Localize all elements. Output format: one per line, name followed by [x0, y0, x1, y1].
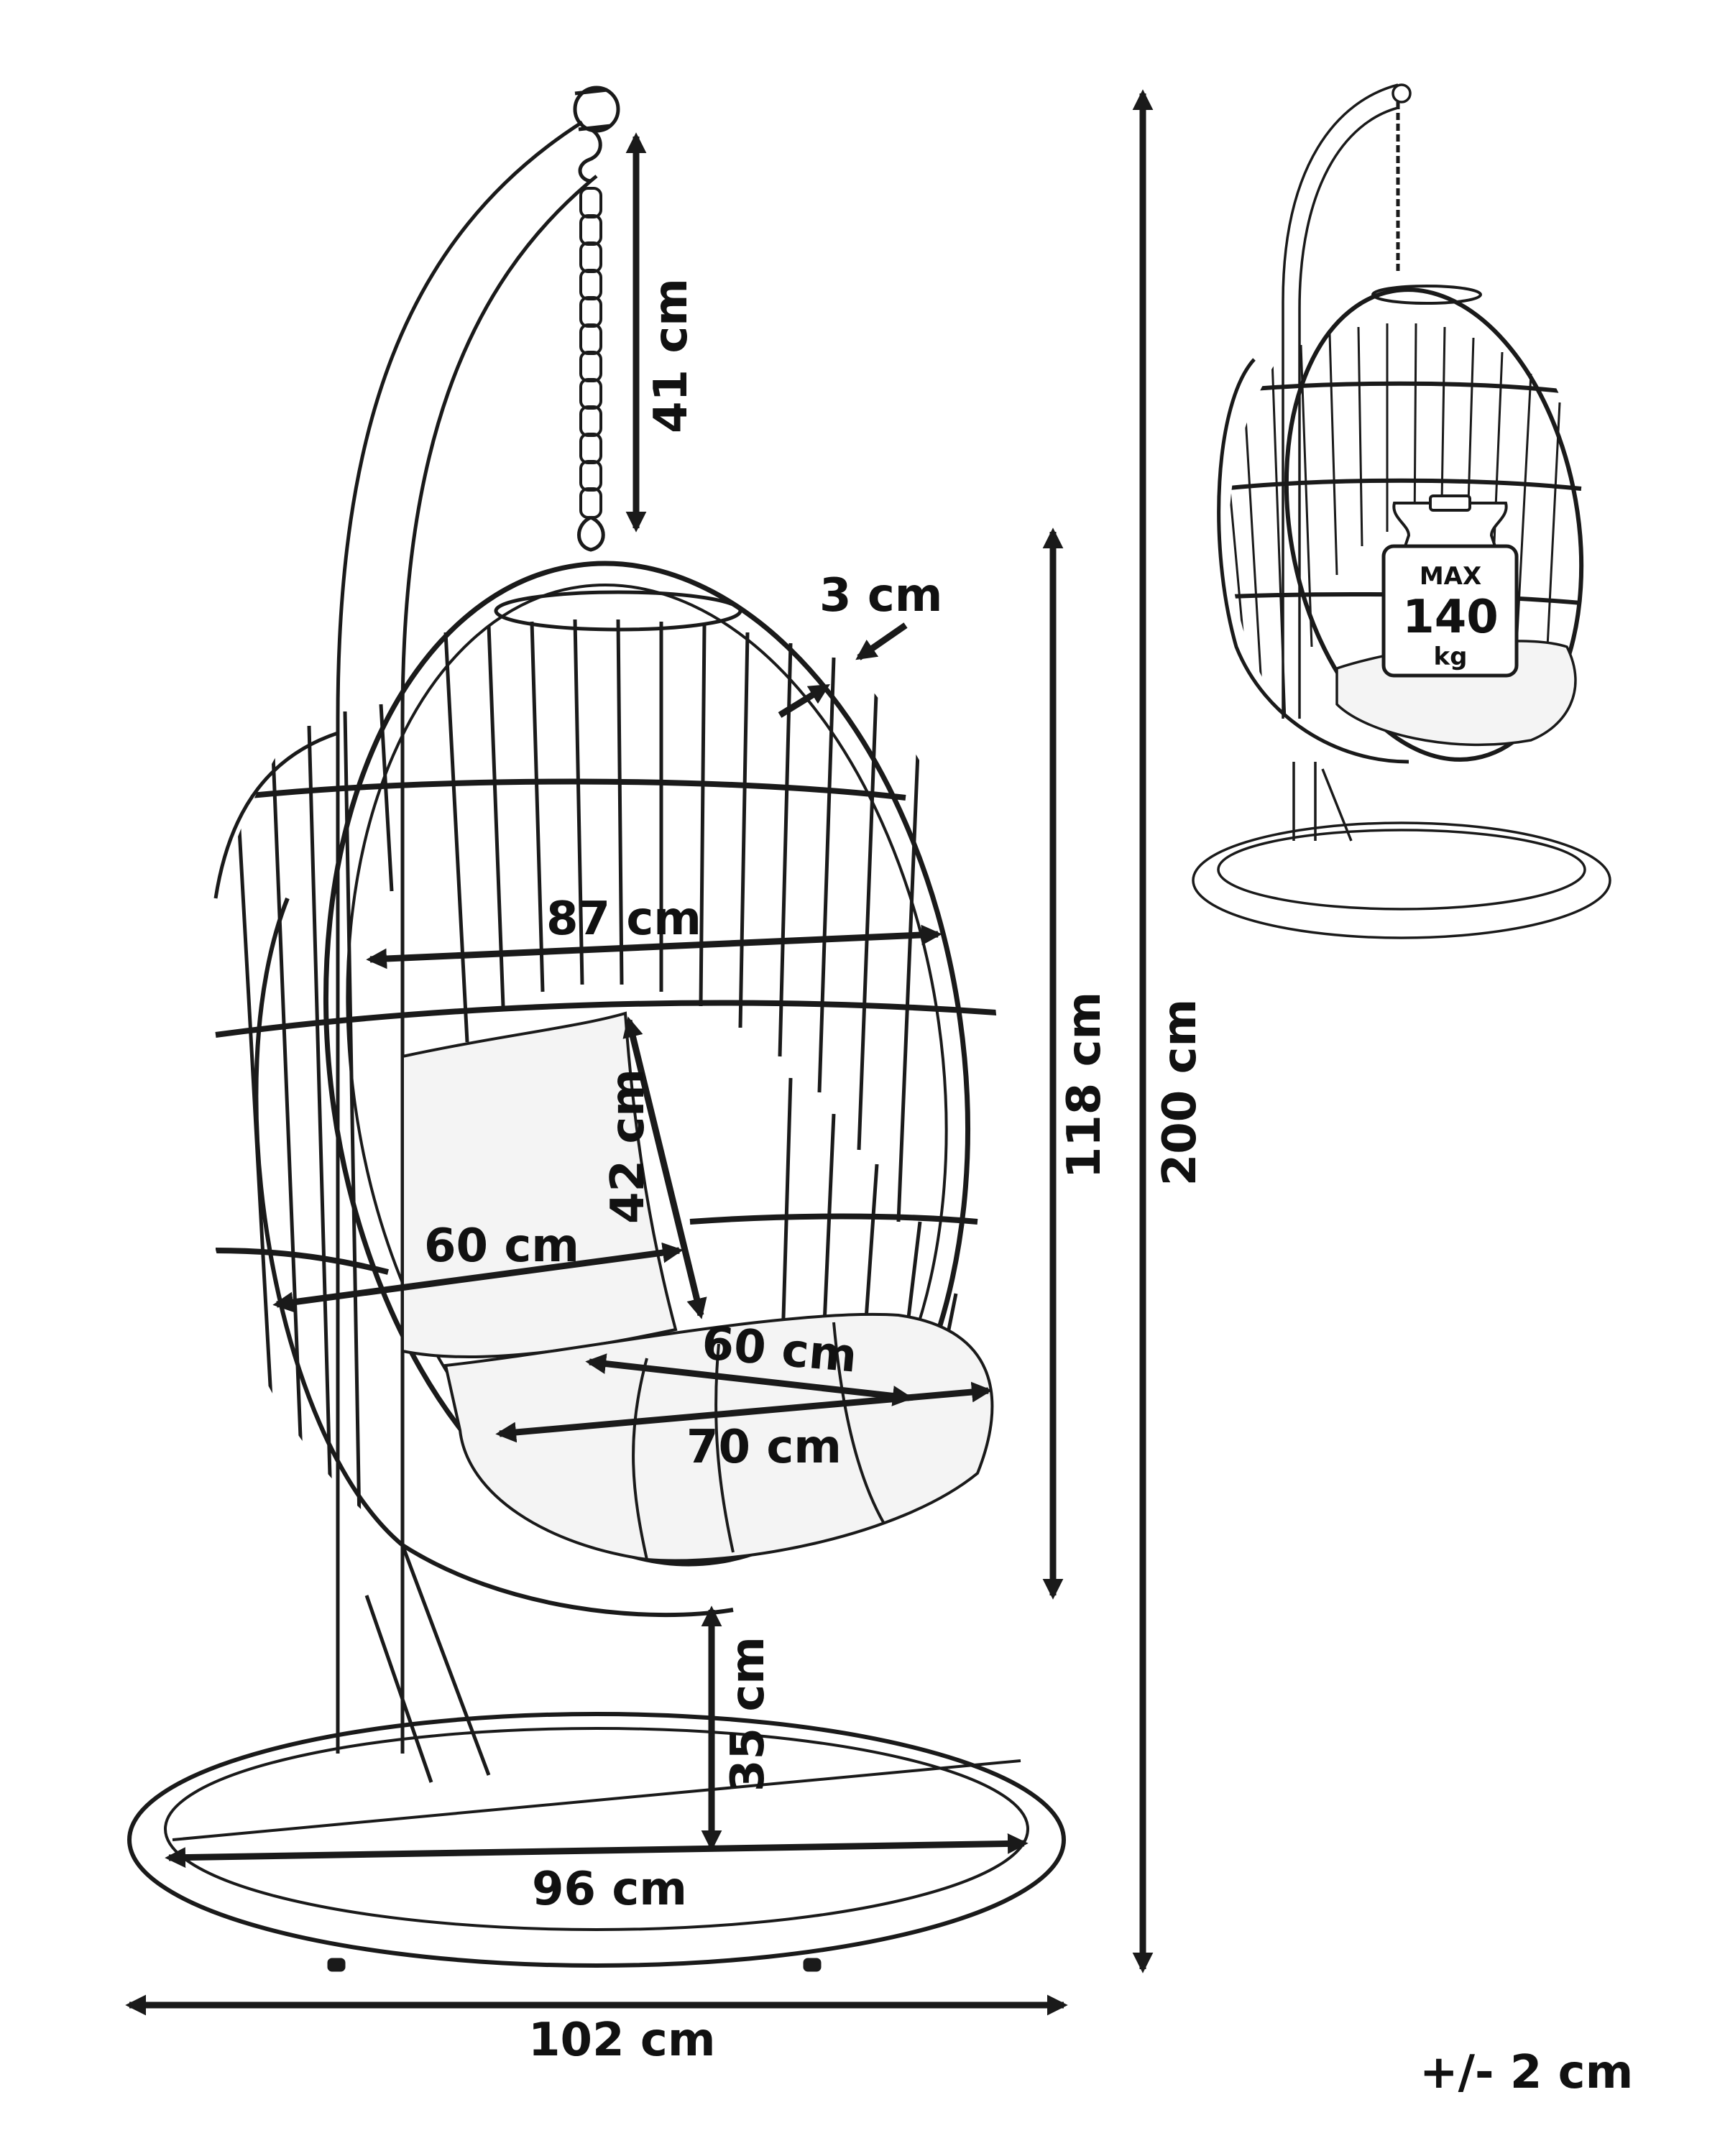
seat-width-arrow — [495, 1381, 993, 1443]
inner-width-arrow — [366, 924, 942, 969]
label-seat-width: 70 cm — [686, 1421, 842, 1474]
tolerance-note: +/- 2 cm — [1420, 2046, 1633, 2099]
label-rim-thickness: 3 cm — [819, 569, 942, 622]
dimension-lines — [125, 89, 1154, 2016]
label-total-height: 200 cm — [1154, 999, 1207, 1187]
label-ground-clearance: 35 cm — [722, 1636, 775, 1792]
label-basket-height: 118 cm — [1058, 992, 1111, 1179]
label-cushion-height: 42 cm — [602, 1069, 655, 1224]
preview-stand-pole — [1282, 83, 1412, 719]
preview-stand-base — [1192, 762, 1611, 939]
stand-pole — [336, 86, 620, 1783]
weight-tag-unit: kg — [1434, 642, 1468, 671]
weight-tag-labels: MAX 140 kg — [1402, 562, 1499, 671]
dimension-labels: 41 cm 3 cm 87 cm 42 cm 60 cm 60 cm 70 cm… — [424, 278, 1633, 2099]
base-inner-arrow — [165, 1833, 1029, 1869]
stand-base — [127, 1712, 1066, 1972]
rim-thickness-arrow-in — [778, 683, 830, 718]
label-base-inner: 96 cm — [532, 1863, 687, 1916]
rim-thickness-arrow-out — [855, 622, 908, 660]
label-back-width: 60 cm — [424, 1220, 579, 1273]
weight-tag-value: 140 — [1402, 591, 1499, 644]
preview-chair — [1192, 83, 1611, 939]
label-chain-length: 41 cm — [645, 278, 698, 433]
weight-tag-max: MAX — [1420, 562, 1481, 591]
label-inner-width: 87 cm — [546, 893, 702, 946]
egg-basket — [213, 561, 999, 1618]
label-base-outer: 102 cm — [528, 2014, 716, 2067]
cushion-height-arrow — [622, 1016, 707, 1319]
main-chair — [127, 86, 1066, 1972]
back-width-arrow — [272, 1242, 684, 1313]
chain — [577, 127, 605, 552]
weight-tag-icon — [1381, 494, 1519, 678]
